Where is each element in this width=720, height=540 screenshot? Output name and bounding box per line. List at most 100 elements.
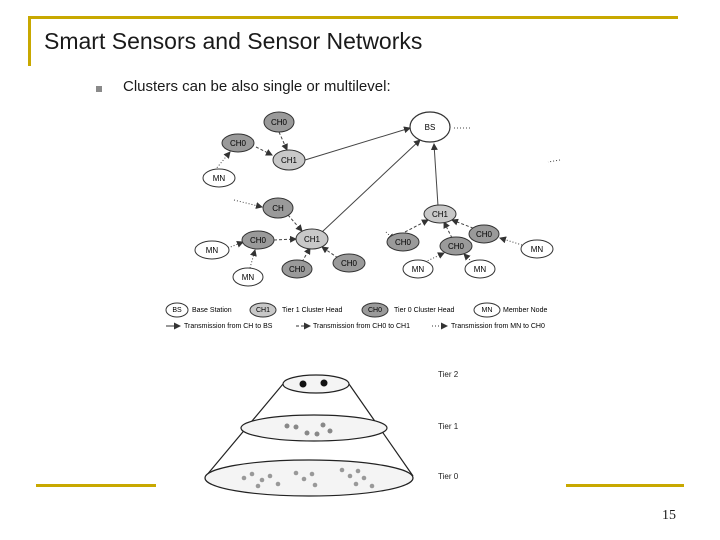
legend-mn-symbol: MN bbox=[482, 307, 493, 314]
tier-0-dot bbox=[361, 475, 367, 481]
ch1-node-label: CH1 bbox=[432, 210, 449, 219]
bottom-rule-left bbox=[36, 484, 156, 487]
ch0-node: CH0 bbox=[263, 111, 295, 133]
base-station-node: BS bbox=[409, 111, 451, 143]
tier-cone bbox=[204, 374, 414, 497]
member-node: MN bbox=[202, 168, 236, 188]
legend-arrow-ch0-ch1: Transmission from CH0 to CH1 bbox=[313, 323, 410, 330]
tier-2-dot bbox=[299, 380, 307, 388]
legend: BS Base Station CH1 Tier 1 Cluster Head … bbox=[165, 302, 547, 330]
ch1-node-label: CH1 bbox=[304, 235, 321, 244]
edge-ch0r1-to-ch1right bbox=[404, 219, 429, 233]
edge-mnfar-to-ch0r3 bbox=[499, 236, 523, 246]
ch0-node-label: CH0 bbox=[395, 238, 412, 247]
tier-1-dot bbox=[293, 424, 299, 430]
ch1-node: CH1 bbox=[295, 228, 329, 250]
tier-0-label: Tier 0 bbox=[438, 472, 459, 481]
edge-ch0low-to-ch1mid bbox=[301, 247, 311, 263]
legend-bs-symbol: BS bbox=[172, 307, 182, 314]
tier-0-dot bbox=[255, 483, 261, 489]
legend-mn-label: Member Node bbox=[503, 307, 547, 314]
left-rule bbox=[28, 16, 31, 66]
member-node: MN bbox=[402, 259, 434, 279]
ch0-node-label: CH0 bbox=[448, 242, 465, 251]
edge-ch1right-to-bs bbox=[430, 143, 439, 207]
edge-mn-to-ch0 bbox=[214, 151, 231, 171]
bottom-rule-right bbox=[566, 484, 684, 487]
ch0-node: CH0 bbox=[468, 224, 500, 244]
edge-dash-right bbox=[547, 159, 561, 163]
tier-0-dot bbox=[347, 473, 353, 479]
tier-0-dot bbox=[241, 475, 247, 481]
tier-0-dot bbox=[259, 477, 265, 483]
ch1-node-label: CH1 bbox=[281, 156, 298, 165]
legend-arrow-mn-ch0: Transmission from MN to CH0 bbox=[451, 323, 545, 330]
member-node-label: MN bbox=[206, 246, 219, 255]
member-node: MN bbox=[520, 239, 554, 259]
tier-0-dot bbox=[293, 470, 299, 476]
ch0-node: CH0 bbox=[241, 230, 275, 250]
edge-ch1-to-bs bbox=[304, 126, 411, 161]
member-node-label: MN bbox=[412, 265, 425, 274]
tier-1-dot bbox=[327, 428, 333, 434]
legend-arrow-ch-bs: Transmission from CH to BS bbox=[184, 323, 273, 330]
tier-0-dot bbox=[355, 468, 361, 474]
top-rule bbox=[28, 16, 678, 19]
ch0-node: CH0 bbox=[221, 133, 255, 153]
ch0-node: CH0 bbox=[439, 236, 473, 256]
base-station-label: BS bbox=[425, 123, 436, 132]
edge-ch0mid-to-ch1mid bbox=[273, 235, 297, 243]
ch0-node-label: CH0 bbox=[230, 139, 247, 148]
member-node: MN bbox=[232, 267, 264, 287]
ch1-node: CH1 bbox=[272, 149, 306, 171]
ch0-node: CH0 bbox=[281, 259, 313, 279]
tier-0-dot bbox=[339, 467, 345, 473]
bullet-text: Clusters can be also single or multileve… bbox=[123, 78, 391, 95]
ch1-node: CH1 bbox=[423, 204, 457, 224]
tier-dots bbox=[241, 379, 375, 489]
member-node-label: MN bbox=[474, 265, 487, 274]
edge-ch0left-to-ch1 bbox=[255, 146, 273, 156]
bullet-marker bbox=[96, 86, 102, 92]
ch0-node-label: CH0 bbox=[271, 118, 288, 127]
legend-ch1-symbol: CH1 bbox=[256, 307, 270, 314]
member-node: MN bbox=[464, 259, 496, 279]
member-node-label: MN bbox=[242, 273, 255, 282]
ch0-node: CH0 bbox=[332, 253, 366, 273]
tier-1-dot bbox=[314, 431, 320, 437]
tier-0-dot bbox=[369, 483, 375, 489]
tier-labels: Tier 2 Tier 1 Tier 0 bbox=[438, 370, 459, 481]
slide-title: Smart Sensors and Sensor Networks bbox=[44, 28, 423, 54]
tier-1-dot bbox=[284, 423, 290, 429]
member-node-label: MN bbox=[213, 174, 226, 183]
tier-1-label: Tier 1 bbox=[438, 422, 459, 431]
ch-node-label: CH bbox=[272, 204, 284, 213]
legend-ch0-label: Tier 0 Cluster Head bbox=[394, 307, 455, 314]
edge-mnr1-to-ch0r2 bbox=[424, 252, 445, 263]
page-number: 15 bbox=[662, 508, 676, 523]
edge-ch1mid-to-bs bbox=[321, 139, 421, 233]
tier-0-dot bbox=[301, 476, 307, 482]
tier-0-dot bbox=[275, 481, 281, 487]
tier-1-dot bbox=[304, 430, 310, 436]
tier-0-dot bbox=[249, 471, 255, 477]
edge-ch0low2-to-ch1mid bbox=[321, 246, 339, 259]
ch0-node-label: CH0 bbox=[476, 230, 493, 239]
network-nodes: BS CH0 CH0 CH1 MN CH CH0 CH1 bbox=[194, 111, 554, 287]
tier-0-dot bbox=[267, 473, 273, 479]
tier-1-dot bbox=[320, 422, 326, 428]
tier-0-dot bbox=[312, 482, 318, 488]
ch0-node-label: CH0 bbox=[250, 236, 267, 245]
tier-0-dot bbox=[353, 481, 359, 487]
legend-ch0-symbol: CH0 bbox=[368, 307, 382, 314]
tier-0-disk bbox=[204, 459, 414, 497]
member-node: MN bbox=[194, 240, 230, 260]
edge-ch0top-to-ch1 bbox=[278, 131, 288, 151]
ch0-node-label: CH0 bbox=[341, 259, 358, 268]
edge-mnlow-to-ch0mid bbox=[249, 249, 257, 269]
ch0-node-label: CH0 bbox=[289, 265, 306, 274]
edge-mnr2-to-ch0r2 bbox=[463, 253, 473, 263]
tier-1-disk bbox=[240, 414, 388, 442]
ch0-node: CH0 bbox=[386, 232, 420, 252]
